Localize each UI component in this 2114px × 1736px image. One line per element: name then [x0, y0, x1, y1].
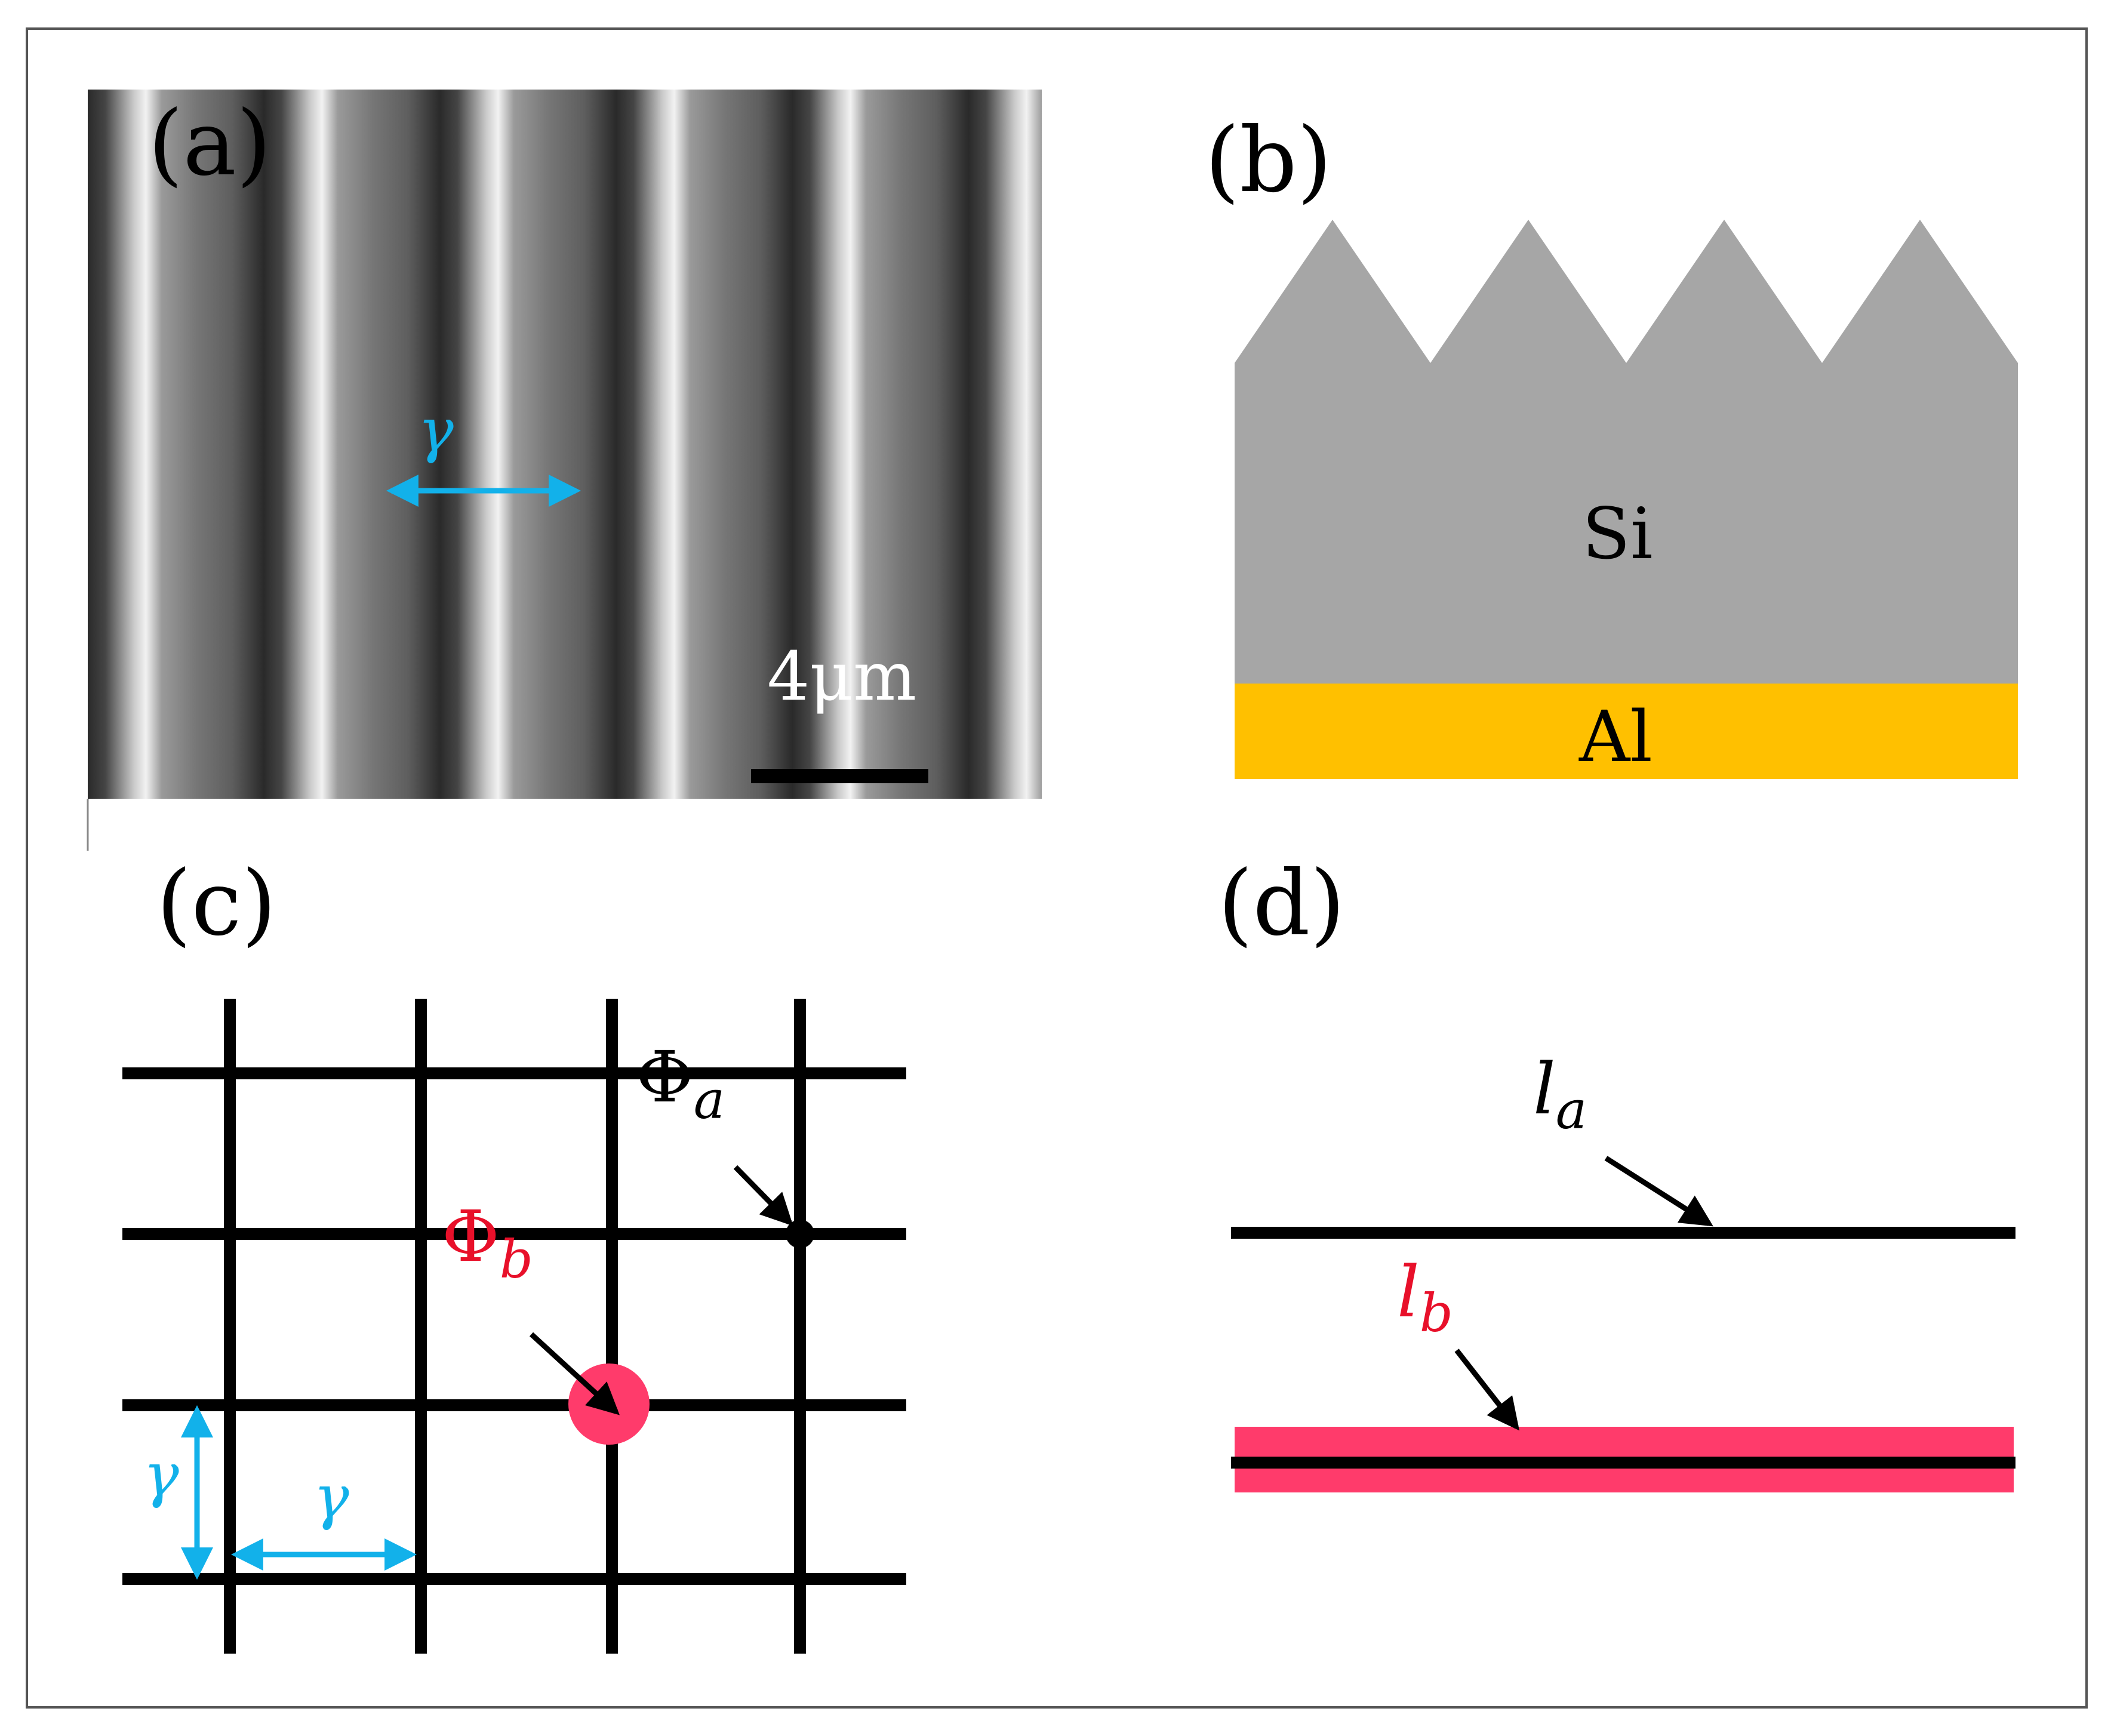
panel-a: (a) γ 4μm	[87, 90, 1042, 851]
gamma-symbol-a: γ	[418, 395, 454, 465]
gamma-label-horizontal: γ	[313, 1462, 349, 1532]
scale-bar-label: 4μm	[767, 638, 916, 716]
phi-a-sub: a	[694, 1069, 725, 1131]
la-label: la	[1533, 1048, 1587, 1141]
lb-arrow	[1454, 1349, 1519, 1431]
la-main: l	[1533, 1048, 1556, 1130]
lb-sub: b	[1420, 1282, 1453, 1344]
phi-a-main: Φ	[636, 1036, 694, 1118]
phi-b-sub: b	[500, 1229, 533, 1290]
panel-b-label: (b)	[1205, 109, 1332, 213]
si-label: Si	[1582, 493, 1653, 575]
grid	[122, 999, 906, 1654]
al-layer	[1235, 684, 2018, 779]
phi-b-label: Φb	[442, 1195, 533, 1290]
la-sub: a	[1556, 1079, 1587, 1141]
phi-a-point	[786, 1220, 814, 1248]
sem-image	[88, 90, 1042, 799]
phi-b-arrow	[529, 1332, 620, 1415]
si-layer	[1235, 220, 2018, 685]
figure-frame	[26, 27, 2088, 1709]
panel-d: (d) la lb	[1218, 852, 2015, 1492]
panel-c: (c) Φa Φb γ γ	[122, 852, 906, 1654]
phi-a-label: Φa	[636, 1036, 725, 1131]
panel-d-label: (d)	[1218, 852, 1345, 956]
panel-c-label: (c)	[156, 852, 276, 956]
gamma-label-vertical: γ	[143, 1440, 179, 1510]
phi-b-main: Φ	[442, 1195, 500, 1278]
la-arrow	[1604, 1156, 1713, 1227]
al-label: Al	[1578, 695, 1653, 778]
scale-bar	[751, 769, 928, 783]
panel-a-label: (a)	[148, 92, 271, 196]
panel-b: (b) Si Al	[1205, 109, 2018, 779]
lb-main: l	[1397, 1251, 1420, 1333]
lb-label: lb	[1397, 1251, 1453, 1344]
phi-a-arrow	[733, 1165, 793, 1226]
